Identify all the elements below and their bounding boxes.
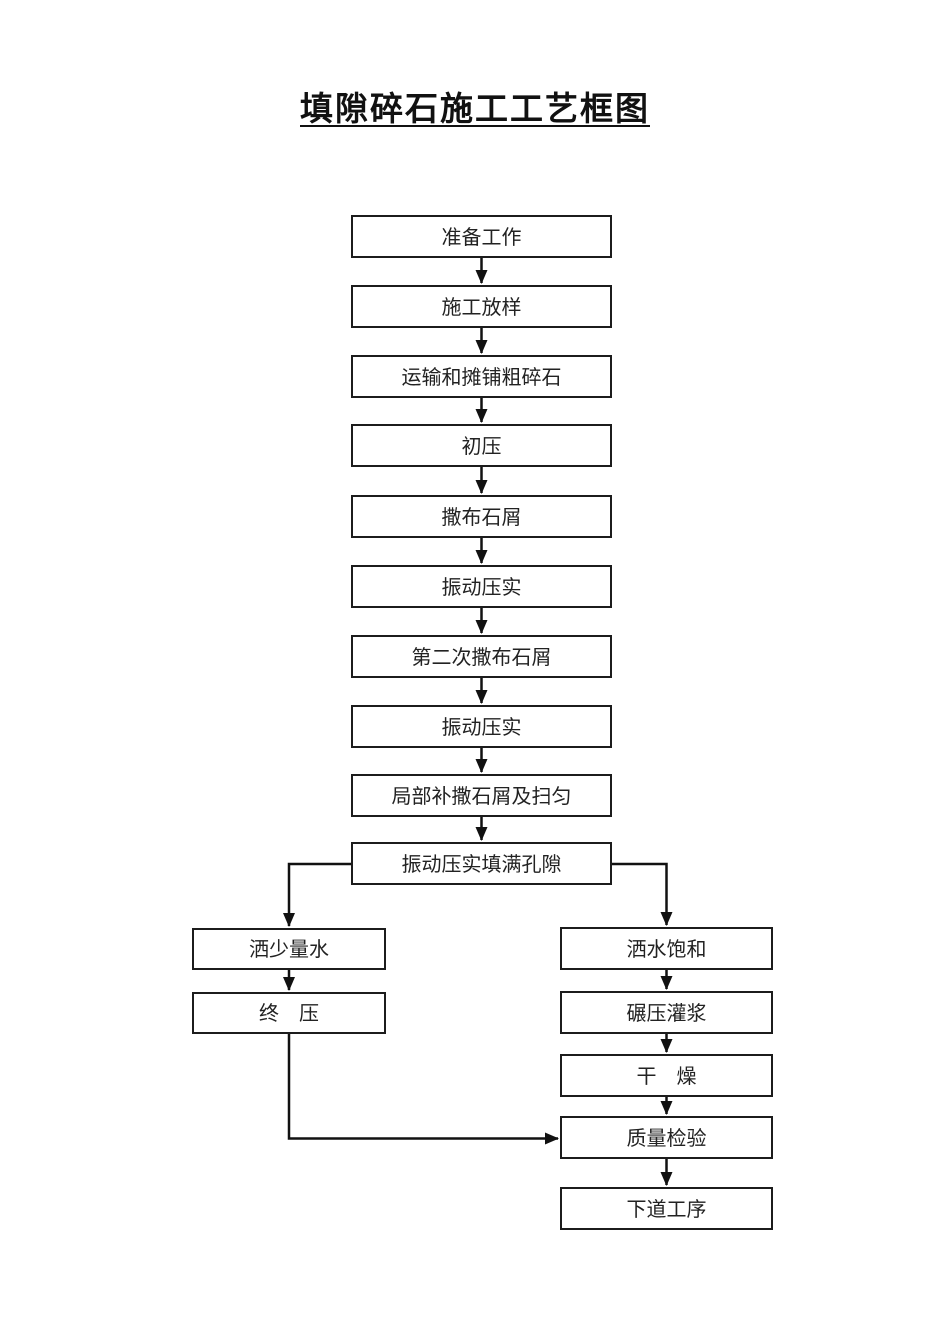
flow-node-label: 运输和摊铺粗碎石 bbox=[401, 364, 562, 389]
flow-node-label: 局部补撒石屑及扫匀 bbox=[391, 783, 572, 808]
flow-node-label: 振动压实填满孔隙 bbox=[401, 851, 562, 876]
flow-node-label: 碾压灌浆 bbox=[626, 1000, 707, 1025]
flow-node-rolling-grouting: 碾压灌浆 bbox=[560, 991, 773, 1034]
flow-node-label: 干 燥 bbox=[636, 1063, 697, 1088]
flow-node-second-spread-stone-chips: 第二次撒布石屑 bbox=[351, 635, 612, 678]
flow-node-label: 洒少量水 bbox=[249, 937, 329, 961]
flow-node-preparation: 准备工作 bbox=[351, 215, 612, 258]
flow-node-initial-compaction: 初压 bbox=[351, 424, 612, 467]
flow-node-label: 洒水饱和 bbox=[626, 936, 707, 961]
flow-node-vibratory-compaction-1: 振动压实 bbox=[351, 565, 612, 608]
flow-node-final-compaction: 终 压 bbox=[192, 992, 386, 1034]
page-title: 填隙碎石施工工艺框图 bbox=[300, 89, 650, 128]
flow-node-compact-fill-voids: 振动压实填满孔隙 bbox=[351, 842, 612, 885]
flow-node-label: 准备工作 bbox=[441, 224, 522, 249]
connector-final-compaction-to-quality bbox=[287, 1034, 559, 1145]
flow-node-label: 初压 bbox=[461, 433, 502, 458]
flow-node-vibratory-compaction-2: 振动压实 bbox=[351, 705, 612, 748]
flow-node-quality-inspection: 质量检验 bbox=[560, 1116, 773, 1159]
flow-node-label: 撒布石屑 bbox=[441, 504, 522, 529]
flow-node-spread-stone-chips: 撒布石屑 bbox=[351, 495, 612, 538]
flow-node-construction-stakeout: 施工放样 bbox=[351, 285, 612, 328]
connector-branch-right bbox=[612, 862, 673, 926]
flow-node-label: 振动压实 bbox=[441, 714, 522, 739]
flow-node-sprinkle-water-saturation: 洒水饱和 bbox=[560, 927, 773, 970]
flow-node-local-supplement-chips-sweep: 局部补撒石屑及扫匀 bbox=[351, 774, 612, 817]
flow-node-next-process: 下道工序 bbox=[560, 1187, 773, 1230]
flow-node-drying: 干 燥 bbox=[560, 1054, 773, 1097]
flow-node-label: 振动压实 bbox=[441, 574, 522, 599]
flow-node-label: 质量检验 bbox=[626, 1125, 707, 1150]
flow-node-label: 施工放样 bbox=[441, 294, 522, 319]
flow-node-transport-spread-coarse-stone: 运输和摊铺粗碎石 bbox=[351, 355, 612, 398]
flow-node-label: 第二次撒布石屑 bbox=[411, 644, 552, 669]
connector-branch-left bbox=[283, 862, 351, 927]
flow-node-label: 下道工序 bbox=[626, 1196, 707, 1221]
flow-node-sprinkle-little-water: 洒少量水 bbox=[192, 928, 386, 970]
flow-node-label: 终 压 bbox=[259, 1001, 319, 1025]
